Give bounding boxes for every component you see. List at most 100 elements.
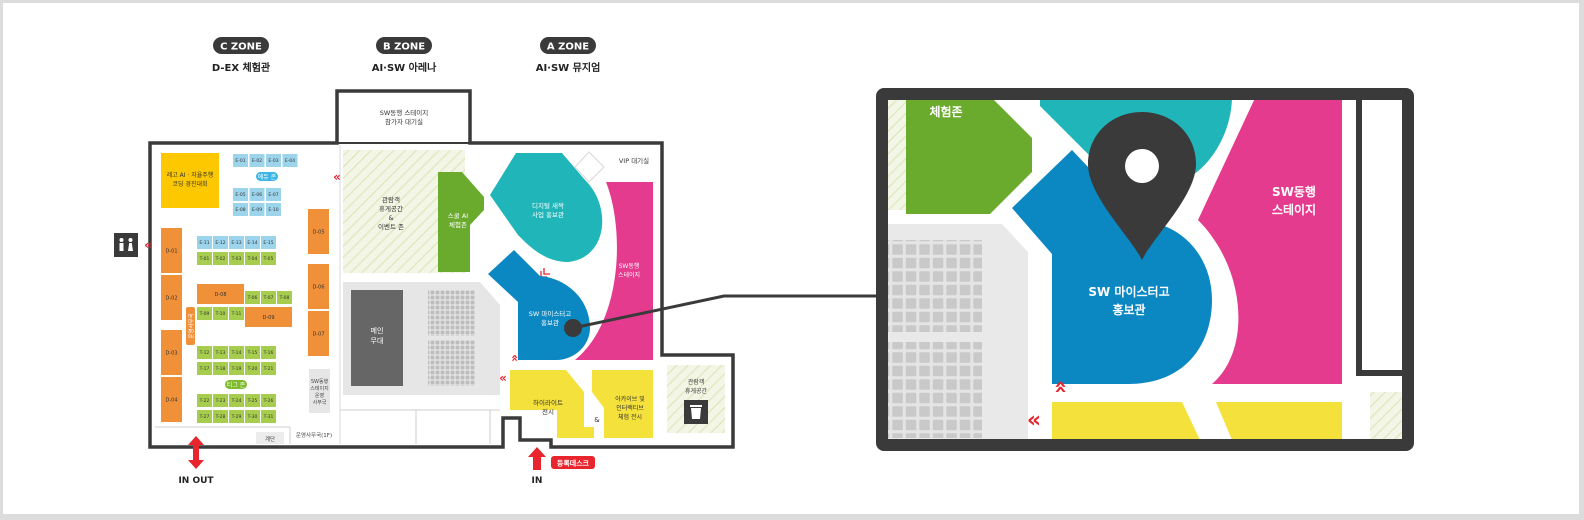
zoom-yellow-zone [1216,402,1342,439]
booth-label: T-16 [263,350,274,356]
booth-e-12[interactable]: E-12 [213,236,228,249]
booth-t-17[interactable]: T-17 [197,362,212,375]
booth-t-28[interactable]: T-28 [213,410,228,423]
booth-t-05[interactable]: T-05 [261,252,276,265]
booth-label: E-15 [263,240,273,246]
booth-label: T-12 [199,350,210,356]
booth-t-15[interactable]: T-15 [245,346,260,359]
booth-e-10[interactable]: E-10 [266,203,281,216]
highlight-zone[interactable] [510,370,594,438]
booth-d-03[interactable]: D-03 [161,330,182,375]
in-arrow-icon [528,447,546,470]
booth-e-05[interactable]: E-05 [233,188,248,201]
registration-desk[interactable] [551,456,595,469]
booth-label: D-04 [165,397,177,403]
in-out-arrow-icon [188,436,204,469]
booth-e-03[interactable]: E-03 [266,154,281,167]
zone-c-name: D-EX 체험관 [212,61,271,74]
booth-t-27[interactable]: T-27 [197,410,212,423]
rest-area-label-3: & [388,214,393,222]
booth-t-24[interactable]: T-24 [229,394,244,407]
digital-label: 디지털 새싹 [532,201,564,210]
booth-d-09[interactable]: D-09 [245,307,292,327]
sw-meister-zone[interactable] [488,250,590,360]
booth-t-20[interactable]: T-20 [245,362,260,375]
zoom-stage-zone [1198,100,1342,384]
try-zone-tag: 티그 존 [227,381,246,389]
booth-label: D-06 [312,284,324,290]
booth-label: T-18 [215,366,226,372]
lego-competition-area[interactable] [161,153,219,208]
booth-d-07[interactable]: D-07 [308,311,329,356]
booth-e-02[interactable]: E-02 [249,154,265,167]
booth-label: E-07 [268,192,278,198]
booth-e-07[interactable]: E-07 [266,188,281,201]
booth-t-23[interactable]: T-23 [213,394,228,407]
restroom-icon[interactable] [114,233,138,257]
archive-zone[interactable] [592,370,653,438]
booth-d-05[interactable]: D-05 [308,209,329,254]
booth-t-02[interactable]: T-02 [213,252,228,265]
booth-t-04[interactable]: T-04 [245,252,260,265]
booth-t-06[interactable]: T-06 [245,291,260,304]
booth-t-08[interactable]: T-08 [277,291,292,304]
meister-label-2: 홍보관 [541,318,559,327]
booth-t-21[interactable]: T-21 [261,362,276,375]
booth-t-16[interactable]: T-16 [261,346,276,359]
booth-label: E-11 [199,240,209,246]
booth-t-09[interactable]: T-09 [197,307,212,320]
zoom-experience-label: 체험존 [929,104,962,119]
ops-vertical-label: 운영사무국 [187,313,195,338]
booth-t-22[interactable]: T-22 [197,394,212,407]
booth-t-07[interactable]: T-07 [261,291,276,304]
booth-label: T-19 [231,366,242,372]
booth-e-04[interactable]: E-04 [282,154,298,167]
booth-e-13[interactable]: E-13 [229,236,244,249]
booth-label: D-07 [312,331,324,337]
booth-e-09[interactable]: E-09 [249,203,265,216]
booth-t-25[interactable]: T-25 [245,394,260,407]
booth-e-06[interactable]: E-06 [249,188,265,201]
amp-label: & [594,416,600,424]
booth-t-26[interactable]: T-26 [261,394,276,407]
booth-t-13[interactable]: T-13 [213,346,228,359]
booth-t-01[interactable]: T-01 [197,252,212,265]
rest-area-label-4: 이벤트 존 [378,222,404,231]
booth-e-15[interactable]: E-15 [261,236,276,249]
booth-label: E-08 [235,207,245,213]
booth-e-11[interactable]: E-11 [197,236,212,249]
booth-t-11[interactable]: T-11 [229,307,244,320]
main-stage[interactable] [351,290,403,386]
booth-e-14[interactable]: E-14 [245,236,260,249]
booth-d-08[interactable]: D-08 [197,284,244,304]
booth-t-18[interactable]: T-18 [213,362,228,375]
booth-label: E-04 [285,158,295,164]
chevron-down-icon: « [508,354,522,362]
booth-t-10[interactable]: T-10 [213,307,228,320]
booth-t-12[interactable]: T-12 [197,346,212,359]
booth-label: D-01 [165,248,177,254]
booth-label: T-07 [263,295,274,301]
booth-t-19[interactable]: T-19 [229,362,244,375]
lego-label-2: 코딩 경진대회 [172,180,207,188]
booth-label: T-15 [247,350,258,356]
booth-t-03[interactable]: T-03 [229,252,244,265]
booth-d-01[interactable]: D-01 [161,228,182,273]
booth-d-06[interactable]: D-06 [308,264,329,309]
booth-t-30[interactable]: T-30 [245,410,260,423]
zoom-yellow-zone [1052,402,1200,439]
booth-t-29[interactable]: T-29 [229,410,244,423]
digital-sprout-zone[interactable] [490,153,603,262]
zone-a-header: A ZONE AI·SW 뮤지엄 [536,37,600,74]
booth-label: T-13 [215,350,226,356]
booth-t-31[interactable]: T-31 [261,410,276,423]
school-ai-zone[interactable] [438,172,484,272]
booth-t-14[interactable]: T-14 [229,346,244,359]
booth-e-08[interactable]: E-08 [233,203,248,216]
booth-e-01[interactable]: E-01 [233,154,248,167]
booth-d-04[interactable]: D-04 [161,377,182,422]
rest-area-label-2: 휴게공간 [379,204,403,213]
booth-d-02[interactable]: D-02 [161,275,182,320]
